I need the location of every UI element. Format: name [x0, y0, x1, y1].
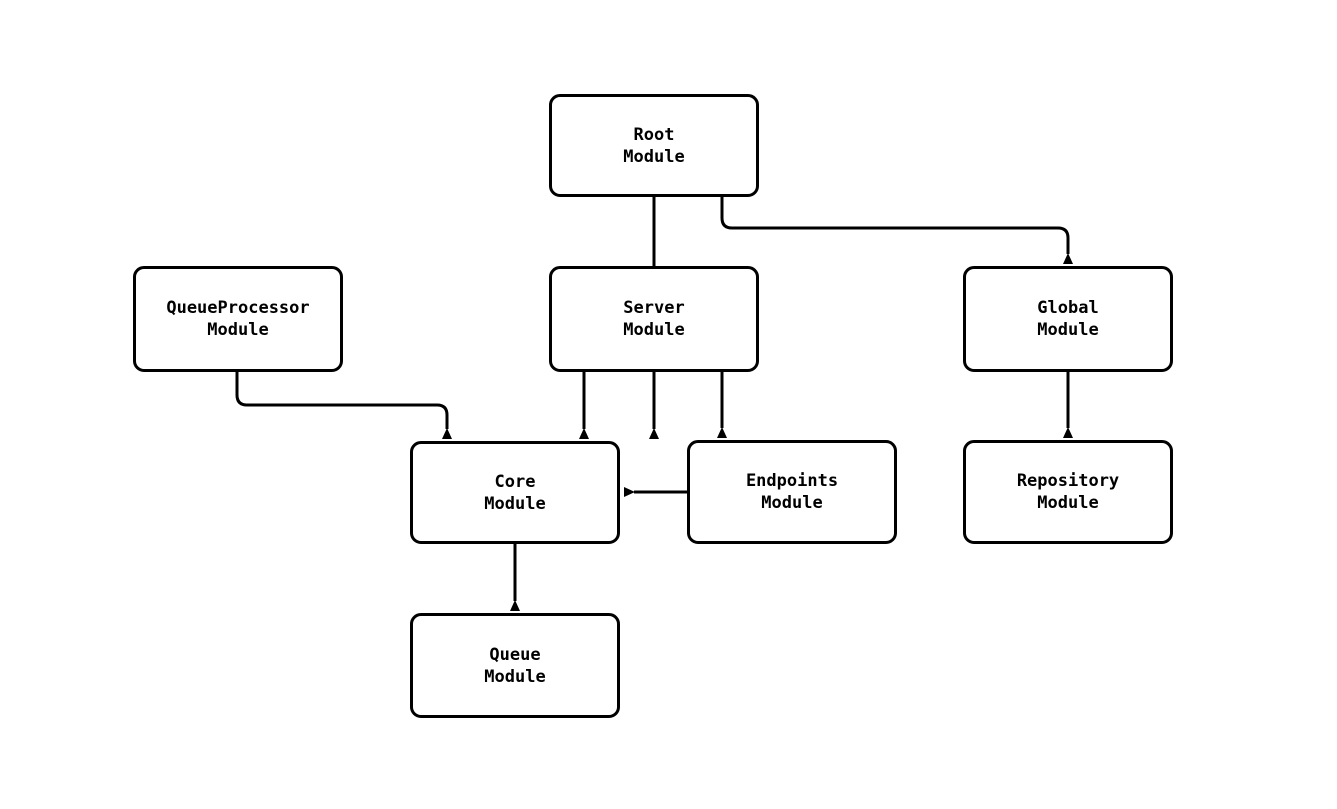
- node-root-module-label: Root Module: [623, 124, 685, 167]
- node-repository-module-label: Repository Module: [1016, 471, 1120, 513]
- node-server-module[interactable]: Server Module: [549, 266, 759, 372]
- node-root-module[interactable]: Root Module: [549, 94, 759, 197]
- node-queue-module-label: Queue Module: [484, 644, 546, 687]
- node-core-module-label: Core Module: [484, 471, 546, 514]
- edge-root-global: [720, 197, 1073, 264]
- node-global-module-label: Global Module: [1037, 298, 1099, 340]
- node-server-module-label: Server Module: [623, 298, 685, 340]
- edge-queueprocessor-core: [235, 372, 452, 439]
- node-endpoints-module[interactable]: Endpoints Module: [687, 440, 897, 544]
- node-queue-module[interactable]: Queue Module: [410, 613, 620, 718]
- node-repository-module[interactable]: Repository Module: [963, 440, 1173, 544]
- node-core-module[interactable]: Core Module: [410, 441, 620, 544]
- node-queueprocessor-module[interactable]: QueueProcessor Module: [133, 266, 343, 372]
- node-endpoints-module-label: Endpoints Module: [745, 471, 839, 513]
- node-queueprocessor-module-label: QueueProcessor Module: [166, 298, 310, 340]
- node-global-module[interactable]: Global Module: [963, 266, 1173, 372]
